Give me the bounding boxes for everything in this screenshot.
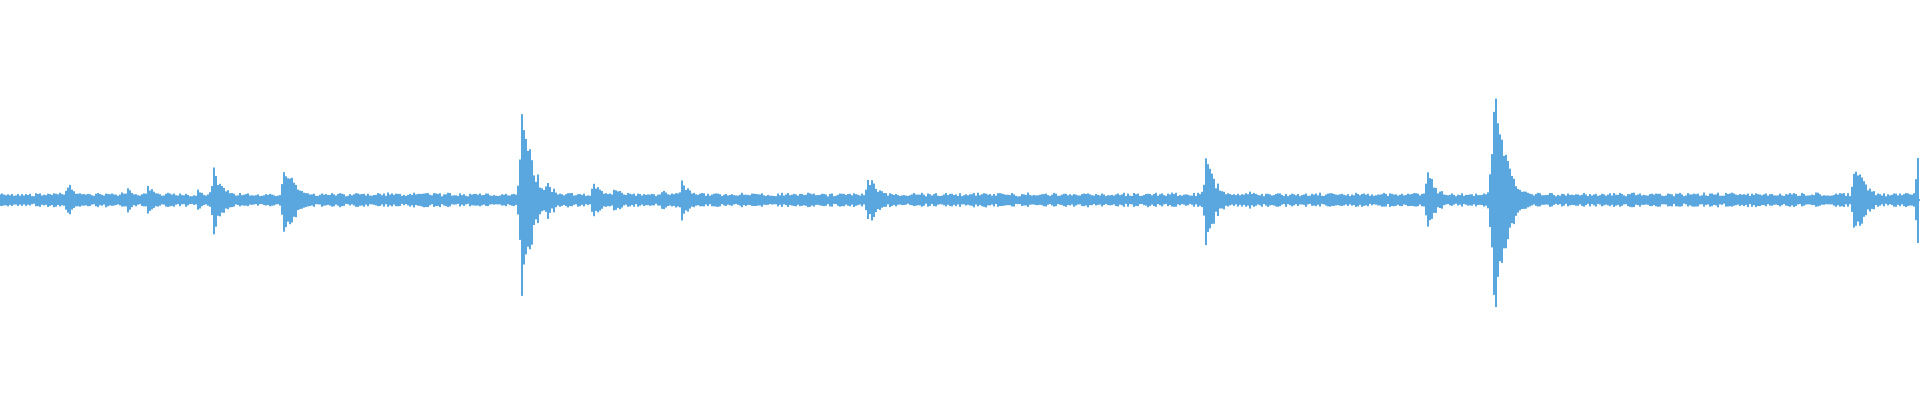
waveform-bars <box>0 98 1919 308</box>
